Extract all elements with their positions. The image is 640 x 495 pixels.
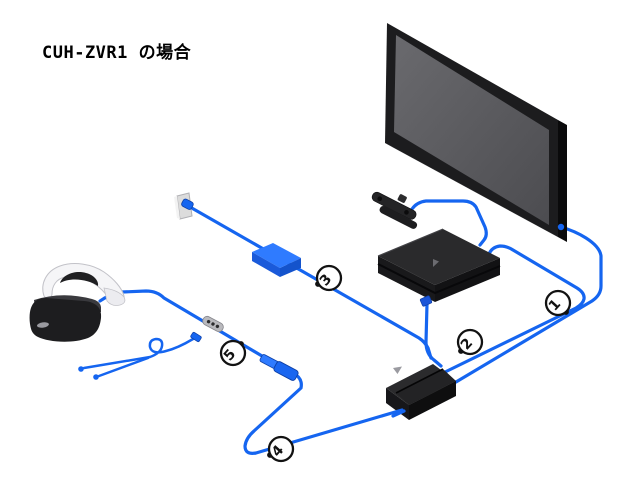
callout-2: 2 xyxy=(456,328,484,356)
playstation-camera xyxy=(371,191,418,229)
vr-connect-cable xyxy=(243,371,404,455)
outlet-plate-side xyxy=(174,196,180,219)
vr-headset xyxy=(29,263,126,342)
remote-button xyxy=(211,322,215,326)
tv xyxy=(385,23,567,242)
vr-connect-cable-stub xyxy=(391,409,406,418)
earbud-left xyxy=(78,366,84,372)
processor-unit-front-top xyxy=(396,369,456,405)
camera-lens-right xyxy=(404,210,409,215)
processor-unit-seam xyxy=(395,368,444,394)
page-title: CUH-ZVR1 の場合 xyxy=(42,43,192,63)
headset-scope-light xyxy=(37,322,49,328)
connector-socket xyxy=(273,361,299,381)
ac-adapter-top xyxy=(252,243,301,268)
usb-cable xyxy=(424,302,443,368)
remote-button xyxy=(215,324,220,329)
headset-band-end xyxy=(103,287,126,306)
ps-logo xyxy=(433,259,439,267)
cables xyxy=(82,199,603,384)
callout-5: 5 xyxy=(219,339,247,367)
tv-hdmi-connector xyxy=(557,223,565,231)
processor-unit xyxy=(386,364,456,420)
headset-scope xyxy=(29,298,102,342)
callout-1: 1 xyxy=(544,289,572,317)
processor-unit-logo xyxy=(393,366,402,374)
ac-adapter-front xyxy=(252,252,280,277)
ps4-seam xyxy=(377,263,501,295)
camera-stand xyxy=(379,206,418,229)
power-outlet xyxy=(174,192,194,220)
tv-bottom-edge xyxy=(385,143,567,242)
headset-band-opening xyxy=(60,272,99,286)
power-plug xyxy=(181,198,194,210)
hdmi-ps4-cable xyxy=(439,244,586,376)
callout-4: 4 xyxy=(267,435,295,463)
ac-adapter-side xyxy=(280,258,301,277)
headphone-cable-branch xyxy=(97,356,150,378)
ac-adapter xyxy=(252,243,301,277)
usb-connector xyxy=(419,295,433,307)
tv-screen xyxy=(394,35,549,225)
cable-connector xyxy=(259,354,299,381)
earbud-right xyxy=(93,374,99,380)
ps4-console xyxy=(377,228,501,302)
connection-cable-group xyxy=(243,371,406,455)
hdmi-tv-cable xyxy=(454,225,603,384)
ps4-edge-highlight xyxy=(377,228,444,257)
headphone-cable xyxy=(82,337,195,370)
headphone-plug xyxy=(190,332,202,342)
camera-cable xyxy=(410,199,488,247)
tv-edge xyxy=(558,120,567,242)
ps4-top xyxy=(378,229,500,285)
remote-button xyxy=(206,319,211,324)
inline-remote xyxy=(202,315,224,333)
processor-unit-side xyxy=(409,381,456,420)
callout-3: 3 xyxy=(315,264,343,292)
camera-lens-left xyxy=(377,196,383,202)
camera-mount xyxy=(397,194,407,203)
